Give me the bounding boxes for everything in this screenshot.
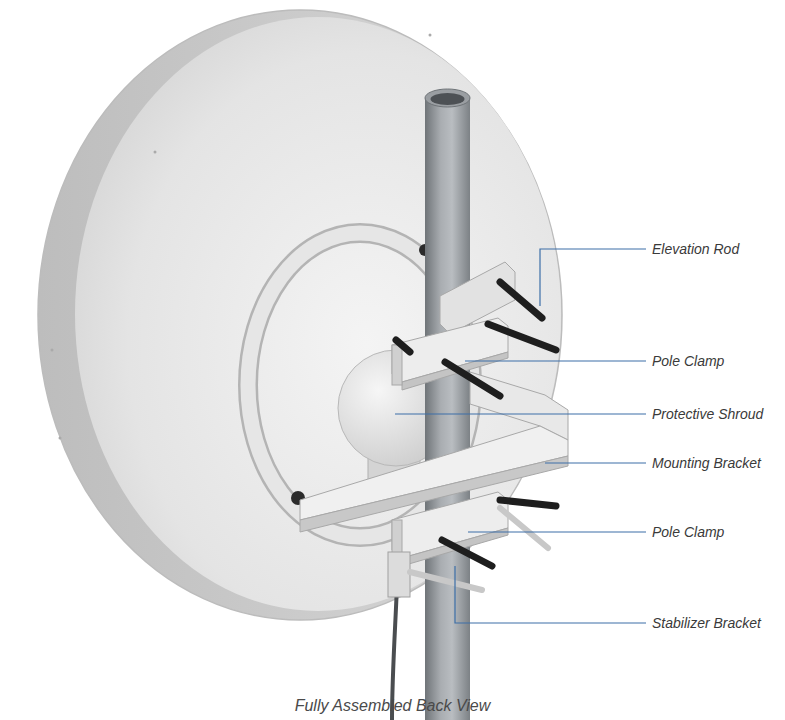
illustration-circle bbox=[51, 349, 54, 352]
illustration-line bbox=[500, 508, 548, 548]
illustration-circle bbox=[429, 34, 432, 37]
illustration-polyline bbox=[455, 566, 646, 623]
illustration-line bbox=[465, 360, 646, 361]
illustration-rect bbox=[388, 552, 410, 597]
illustration-polyline bbox=[540, 249, 646, 306]
illustration-line bbox=[545, 462, 646, 463]
leader-lines bbox=[395, 249, 646, 623]
illustration-ellipse bbox=[425, 89, 470, 107]
bolts bbox=[396, 282, 556, 566]
part-label: Elevation Rod bbox=[650, 240, 741, 258]
mounting-bracket bbox=[300, 372, 568, 532]
illustration-circle bbox=[154, 151, 157, 154]
illustration-polygon bbox=[470, 372, 568, 440]
illustration-ellipse bbox=[431, 93, 465, 105]
illustration-line bbox=[445, 362, 500, 396]
illustration-line bbox=[488, 324, 556, 350]
part-label: Pole Clamp bbox=[650, 523, 726, 541]
illustration-rect bbox=[392, 345, 402, 385]
illustration-line bbox=[442, 540, 492, 566]
part-label: Protective Shroud bbox=[650, 405, 765, 423]
part-label: Stabilizer Bracket bbox=[650, 614, 763, 632]
illustration-line bbox=[500, 282, 542, 318]
illustration-line bbox=[410, 572, 482, 590]
illustration-line bbox=[500, 500, 556, 506]
illustration-line bbox=[395, 413, 646, 414]
illustration-circle bbox=[59, 437, 62, 440]
pole bbox=[425, 89, 470, 720]
illustration-rect bbox=[425, 98, 470, 720]
stabilizer-bracket bbox=[388, 508, 548, 597]
illustration-line bbox=[396, 340, 410, 352]
illustration-line bbox=[468, 531, 646, 532]
part-label: Mounting Bracket bbox=[650, 454, 763, 472]
figure-caption: Fully Assembled Back View bbox=[0, 696, 785, 716]
illustration-polygon bbox=[402, 528, 508, 566]
part-label: Pole Clamp bbox=[650, 352, 726, 370]
